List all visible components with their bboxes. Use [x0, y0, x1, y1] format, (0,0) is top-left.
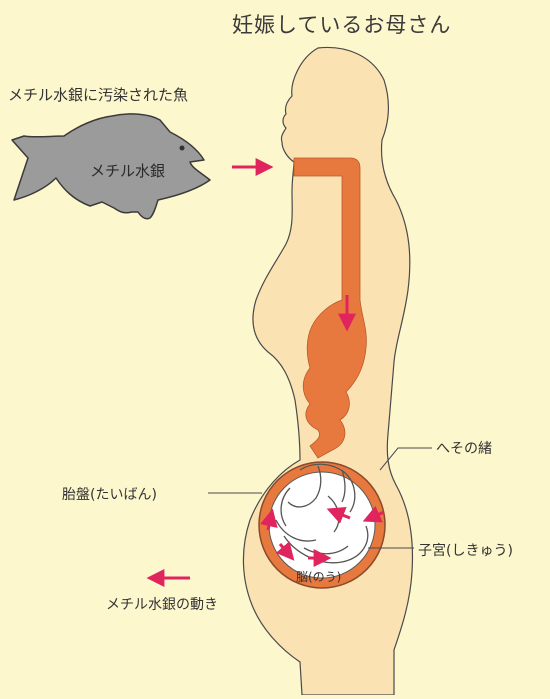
uterus-label: 子宮(しきゅう): [418, 540, 513, 560]
page-title: 妊娠しているお母さん: [232, 9, 451, 39]
placenta-label: 胎盤(たいばん): [62, 484, 157, 504]
brain-label: 脳(のう): [296, 568, 341, 585]
fish-label: メチル水銀: [90, 160, 165, 181]
fish-eye: [180, 146, 185, 151]
fish-caption: メチル水銀に汚染された魚: [8, 84, 188, 105]
umbilical-cord-label: へその緒: [436, 438, 492, 458]
legend-label: メチル水銀の動き: [106, 594, 218, 614]
